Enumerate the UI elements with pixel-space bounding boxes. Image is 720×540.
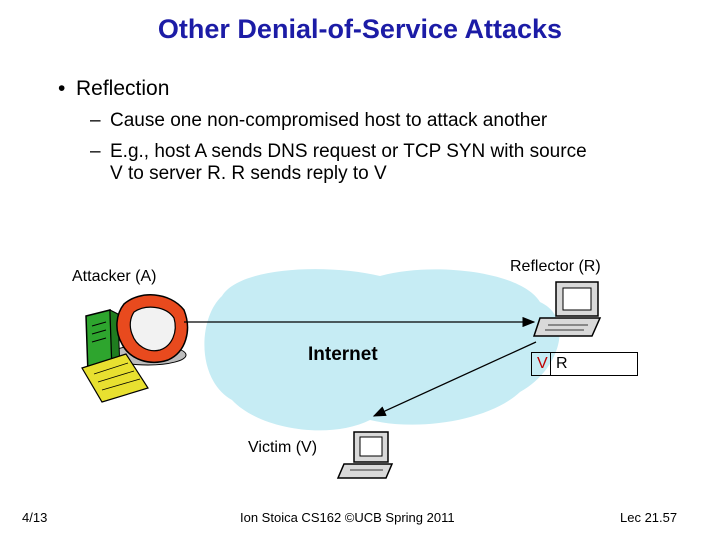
packet-source: V bbox=[537, 355, 548, 372]
internet-cloud bbox=[204, 269, 560, 431]
bullet-reflection: • Reflection bbox=[58, 77, 169, 101]
slide-title: Other Denial-of-Service Attacks bbox=[157, 14, 563, 44]
packet-divider bbox=[550, 352, 551, 376]
attacker-label: Attacker (A) bbox=[72, 268, 157, 285]
bullet-text: Reflection bbox=[76, 77, 170, 100]
sub-bullet-2-line2: V to server R. R sends reply to V bbox=[110, 163, 387, 184]
footer-date: 4/13 bbox=[22, 510, 48, 525]
packet-destination: R bbox=[556, 355, 568, 372]
packet-header-box: V R bbox=[531, 352, 638, 376]
footer-credit: Ion Stoica CS162 ©UCB Spring 2011 bbox=[240, 510, 455, 525]
reflected-reply-arrow bbox=[372, 341, 537, 417]
bullet-dot: • bbox=[58, 77, 66, 100]
internet-label: Internet bbox=[308, 344, 378, 365]
victim-label: Victim (V) bbox=[248, 439, 318, 456]
sub-bullet-1: –Cause one non-compromised host to attac… bbox=[90, 110, 547, 132]
sub-bullet-2: –E.g., host A sends DNS request or TCP S… bbox=[90, 141, 587, 185]
reflector-label: Reflector (R) bbox=[510, 258, 601, 275]
victim-computer-icon bbox=[336, 431, 394, 479]
reflector-computer-icon bbox=[532, 281, 602, 337]
attacker-computer-icon bbox=[81, 294, 189, 403]
sub-bullet-2-line1: E.g., host A sends DNS request or TCP SY… bbox=[110, 141, 587, 162]
footer-lecture: Lec 21.57 bbox=[620, 510, 678, 525]
sub-bullet-1-text: Cause one non-compromised host to attack… bbox=[110, 110, 548, 131]
sub-dash-2: – bbox=[90, 141, 101, 162]
sub-dash-1: – bbox=[90, 110, 101, 131]
